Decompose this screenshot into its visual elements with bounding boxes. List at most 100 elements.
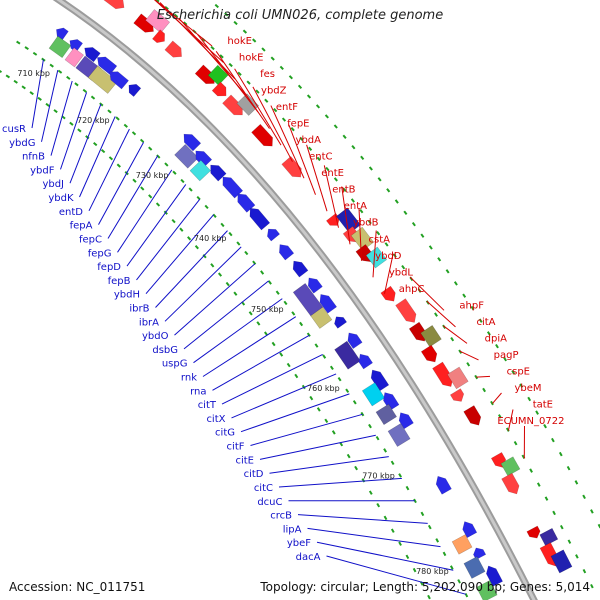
label-leader-line bbox=[183, 280, 269, 350]
forward-gene-arrow bbox=[281, 156, 302, 178]
reverse-gene-arrow bbox=[183, 133, 202, 152]
gene-features-layer bbox=[48, 0, 573, 600]
tick-dash bbox=[535, 410, 539, 415]
label-leader-line bbox=[98, 141, 145, 225]
tick-dash bbox=[337, 376, 342, 382]
tick-label: 780 kbp bbox=[416, 567, 449, 576]
forward-gene-arrow bbox=[395, 298, 417, 323]
reverse-gene-block bbox=[476, 580, 498, 600]
gene-label-reverse: citT bbox=[198, 400, 217, 411]
tick-dash bbox=[297, 84, 303, 89]
forward-gene-block bbox=[539, 527, 559, 547]
reverse-gene-arrow bbox=[462, 521, 478, 539]
tick-dash bbox=[470, 305, 475, 311]
tick-dash bbox=[368, 423, 372, 429]
label-leader-line bbox=[384, 253, 394, 294]
gene-label-reverse: lipA bbox=[283, 524, 302, 535]
tick-dash bbox=[237, 71, 242, 76]
reverse-gene-arrow bbox=[334, 316, 348, 329]
tick-dash bbox=[37, 96, 42, 101]
label-leader-line bbox=[31, 59, 44, 129]
tick-label: 760 kbp bbox=[307, 384, 340, 393]
reverse-gene-arrow bbox=[109, 71, 129, 90]
label-leader-line bbox=[443, 325, 468, 344]
tick-dash bbox=[574, 480, 579, 485]
tick-dash bbox=[228, 231, 233, 237]
tick-dash bbox=[123, 123, 128, 128]
tick-dash bbox=[359, 209, 364, 214]
label-leader-line bbox=[79, 116, 116, 198]
tick-dash bbox=[559, 524, 564, 530]
tick-dash bbox=[281, 117, 287, 122]
tick-dash bbox=[224, 12, 229, 17]
tick-dash bbox=[148, 194, 153, 199]
forward-gene-arrow bbox=[251, 123, 273, 147]
tick-dash bbox=[93, 142, 98, 147]
tick-dash bbox=[183, 21, 188, 26]
gene-label-reverse: citG bbox=[215, 428, 235, 439]
tick-dash bbox=[519, 383, 524, 388]
reverse-gene-block bbox=[334, 340, 361, 370]
tick-dash bbox=[155, 202, 161, 207]
tick-dash bbox=[53, 109, 58, 114]
label-leader-line bbox=[270, 105, 305, 179]
tick-dash bbox=[164, 5, 169, 11]
tick-dash bbox=[383, 515, 388, 521]
forward-gene-arrow bbox=[152, 29, 165, 43]
gene-label-reverse: ybeF bbox=[287, 538, 311, 549]
forward-gene-arrow bbox=[102, 0, 125, 10]
reverse-gene-arrow bbox=[210, 164, 227, 182]
forward-gene-arrow bbox=[420, 344, 438, 363]
tick-dash bbox=[582, 568, 587, 574]
tick-dash bbox=[558, 451, 563, 457]
tick-dash bbox=[132, 178, 137, 183]
reverse-gene-arrow bbox=[398, 412, 414, 430]
gene-label-reverse: dsbG bbox=[152, 345, 178, 356]
forward-gene-block bbox=[500, 456, 521, 477]
label-leader-line bbox=[88, 128, 130, 212]
gene-label-forward: entF bbox=[276, 102, 298, 113]
label-leader-line bbox=[126, 184, 187, 267]
gene-label-forward: ybdA bbox=[296, 135, 322, 146]
forward-gene-arrow bbox=[501, 472, 520, 495]
tick-label: 740 kbp bbox=[194, 234, 227, 243]
label-leader-line bbox=[323, 165, 339, 228]
tick-dash bbox=[552, 510, 556, 516]
tick-dash bbox=[315, 104, 321, 109]
tick-dash bbox=[427, 594, 431, 600]
tick-label: 720 kbp bbox=[77, 116, 110, 125]
tick-dash bbox=[288, 75, 294, 80]
tick-dash bbox=[536, 482, 541, 487]
label-leader-line bbox=[409, 276, 445, 311]
gene-label-forward: ybdL bbox=[389, 267, 414, 278]
tick-dash bbox=[434, 312, 438, 317]
tick-dash bbox=[316, 156, 321, 162]
gene-label-forward: ECUMN_0722 bbox=[497, 416, 564, 427]
gene-label-forward: cstA bbox=[369, 234, 391, 245]
reverse-gene-arrow bbox=[319, 294, 338, 314]
tick-dash bbox=[115, 116, 120, 121]
tick-dash bbox=[360, 155, 365, 160]
tick-dash bbox=[260, 270, 265, 275]
forward-gene-arrow bbox=[526, 525, 541, 539]
tick-dash bbox=[420, 511, 425, 517]
tick-dash bbox=[405, 485, 410, 491]
tick-dash bbox=[420, 233, 425, 238]
tick-dash bbox=[228, 62, 233, 68]
tick-dash bbox=[16, 40, 21, 45]
forward-gene-arrow bbox=[211, 81, 227, 97]
tick-dash bbox=[325, 166, 330, 172]
label-leader-line bbox=[372, 230, 377, 278]
tick-dash bbox=[5, 74, 11, 79]
reverse-gene-arrow bbox=[435, 475, 452, 495]
tick-dash bbox=[495, 343, 499, 349]
tick-dash bbox=[306, 332, 311, 337]
label-leader-line bbox=[215, 51, 270, 129]
reverse-gene-arrow bbox=[128, 84, 142, 97]
tick-dash bbox=[107, 109, 112, 114]
tick-dash bbox=[148, 146, 153, 151]
reverse-gene-arrow bbox=[307, 277, 323, 294]
tick-dash bbox=[383, 448, 387, 453]
tick-dash bbox=[428, 245, 433, 250]
tick-dash bbox=[329, 365, 334, 371]
